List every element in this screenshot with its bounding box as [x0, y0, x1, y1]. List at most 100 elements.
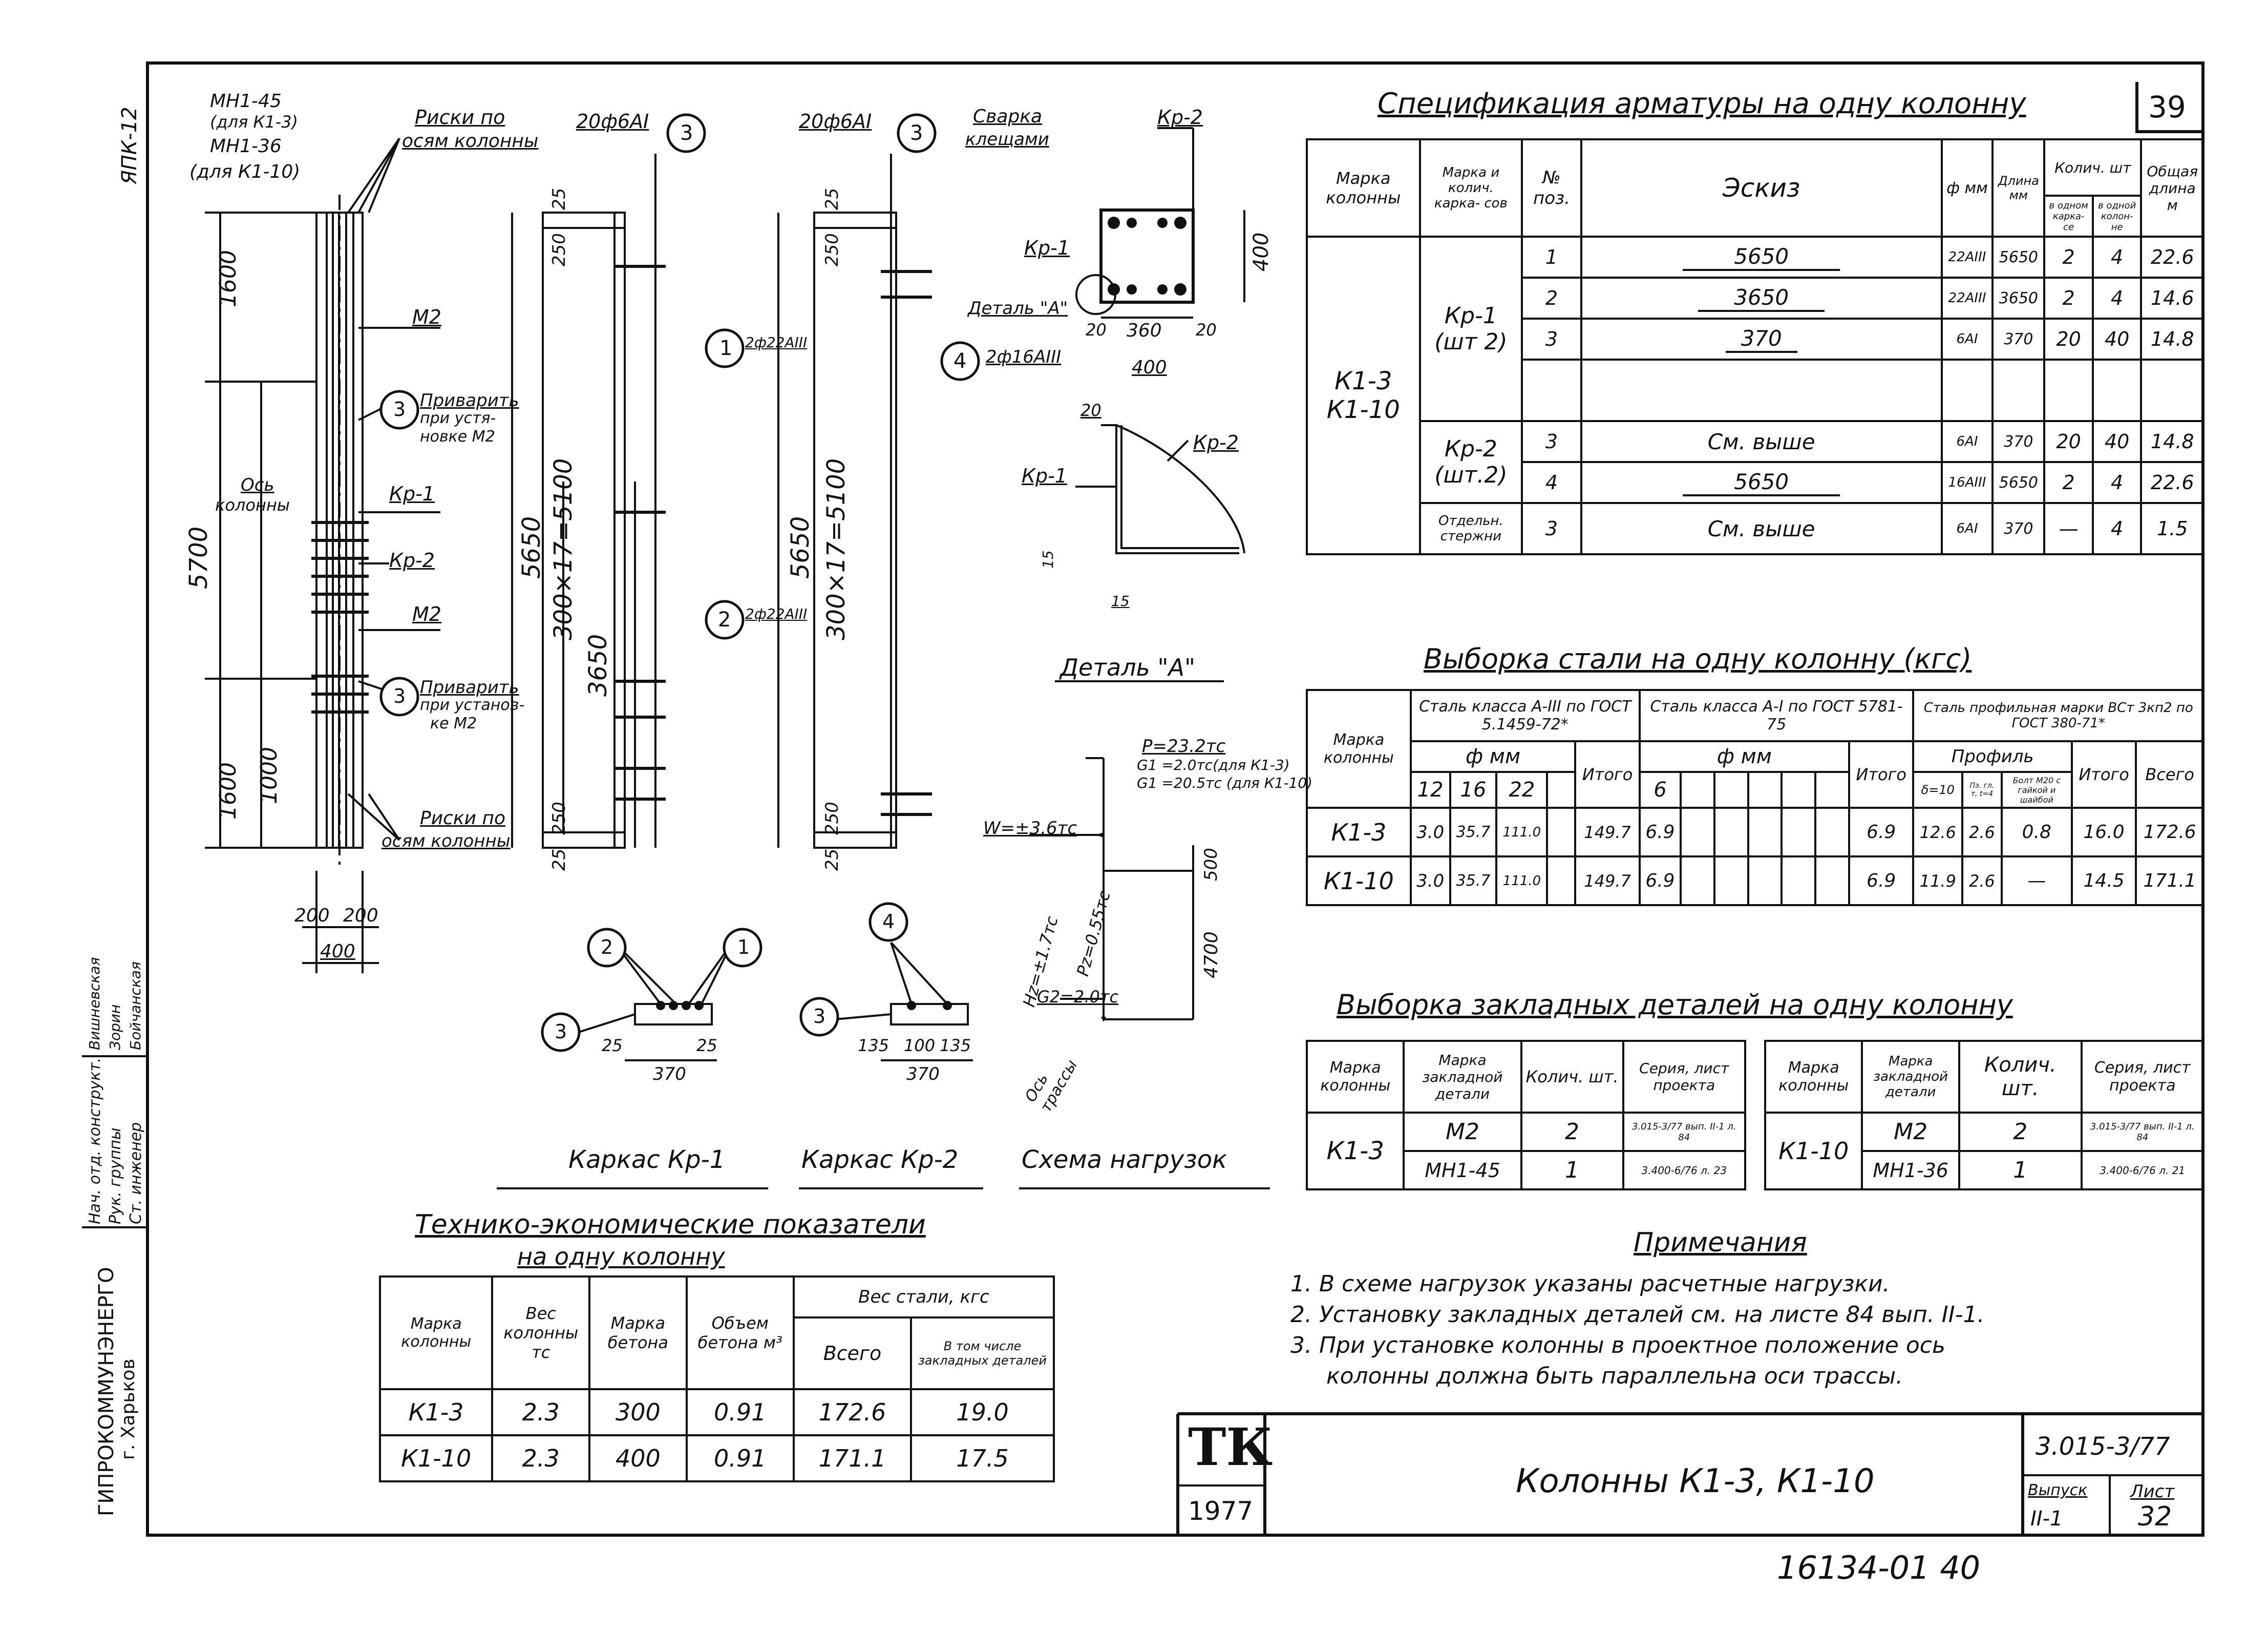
embed-l-h-qty: Колич. шт. — [1520, 1040, 1624, 1114]
spec-cell: 3 — [1521, 318, 1582, 361]
steel-cell — [1747, 807, 1783, 857]
spec-cell: 14.8 — [2140, 318, 2205, 361]
kr2-dim-25-bot: 25 — [822, 848, 842, 871]
note-1: 1. В схеме нагрузок указаны расчетные на… — [1290, 1271, 1890, 1297]
spec-cell: 20 — [2043, 420, 2094, 463]
embed-r-h-ser: Серия, лист проекта — [2080, 1040, 2205, 1114]
spec-cell: 6АI — [1940, 420, 1994, 463]
stamp-series: 3.015-3/77 — [2036, 1432, 2170, 1461]
spec-cell: 5650 — [1991, 461, 2046, 504]
spec-cell: 3 — [1521, 420, 1582, 463]
spec-cell: 4 — [1521, 461, 1582, 504]
sec-detail: Деталь "А" — [968, 298, 1068, 319]
steel-h-itogo-a3: Итого — [1574, 740, 1641, 809]
label-mn136-note: (для К1-10) — [189, 161, 301, 182]
stamp-logo: ТК — [1188, 1417, 1273, 1477]
stamp-year: 1977 — [1188, 1496, 1254, 1526]
dim-400-col: 400 — [320, 941, 355, 962]
cage1-title: Каркас Кр-1 — [568, 1145, 726, 1174]
steel-h-itogo-prof: Итого — [2070, 740, 2137, 809]
dim-1000: 1000 — [256, 747, 282, 804]
steel-h-dmm-a1: ф мм — [1638, 740, 1850, 773]
spec-cell: 22.6 — [2140, 461, 2205, 504]
steel-cell: 6.9 — [1848, 807, 1915, 857]
cage2-dim-370: 370 — [906, 1064, 940, 1084]
spec-mark-text: К1-3 К1-10 — [1326, 367, 1400, 424]
steel-h-mark: Марка колонны — [1306, 689, 1412, 809]
label-riski-bot-2: осям колонны — [381, 831, 511, 851]
steel-h-blank — [1814, 771, 1850, 809]
steel-cell: 35.7 — [1449, 855, 1498, 906]
kr2-dim-250: 250 — [822, 233, 842, 266]
tep-cell: 19.0 — [910, 1388, 1055, 1436]
kr2-dim-300x17: 300×17=5100 — [822, 458, 851, 640]
cage2-mark-3: 3 — [813, 1005, 826, 1028]
label-privarit-2: Приварить — [420, 677, 519, 698]
stamp-role-2: Рук. группы — [107, 1127, 124, 1224]
steel-h-itogo-a1: Итого — [1848, 740, 1915, 809]
spec-empty — [2091, 359, 2143, 422]
steel-h-blank — [1713, 771, 1749, 809]
label-privarit-1: Приварить — [420, 390, 519, 411]
steel-h-a1: Сталь класса А-I по ГОСТ 5781-75 — [1638, 689, 1915, 742]
load-title: Схема нагрузок — [1022, 1145, 1227, 1174]
spec-cell: 14.8 — [2140, 420, 2205, 463]
tep-title-2: на одну колонну — [517, 1243, 725, 1270]
steel-cell: 2.6 — [1961, 855, 2003, 906]
spec-cell: 6АI — [1940, 318, 1994, 361]
tep-cell: К1-10 — [378, 1434, 494, 1482]
dim-200-b: 200 — [343, 905, 378, 926]
stamp-role-1: Нач. отд. конструкт. — [86, 1057, 104, 1224]
embed-l-h-det: Марка закладной детали — [1403, 1040, 1522, 1114]
steel-title: Выборка стали на одну колонну (кгс) — [1424, 643, 1972, 675]
embed-l-n: 1 — [1520, 1150, 1624, 1190]
spec-cell: 16АIII — [1940, 461, 1994, 504]
steel-h-blank — [1781, 771, 1817, 809]
steel-cell: 6.9 — [1638, 855, 1682, 906]
stamp-name-1: Вишневская — [86, 957, 103, 1050]
spec-cell: 6АI — [1940, 502, 1994, 555]
embed-l-n: 2 — [1520, 1112, 1624, 1152]
detA-dim-20: 20 — [1080, 401, 1101, 420]
steel-h-blank — [1546, 771, 1577, 809]
cage1-dim-25a: 25 — [602, 1036, 623, 1055]
kr1-dim-250-bot: 250 — [549, 802, 569, 835]
steel-h-pz: Пз. гл. т, t=4 — [1961, 771, 2003, 809]
stamp-issue-label: Выпуск — [2028, 1481, 2088, 1499]
spec-empty — [2140, 359, 2205, 422]
spec-empty — [1991, 359, 2046, 422]
dim-1600-bot: 1600 — [215, 762, 241, 820]
embed-r-h-det: Марка закладной детали — [1861, 1040, 1960, 1114]
spec-group-kr1-text: Кр-1 (шт 2) — [1434, 303, 1508, 355]
load-g1a: G1 =2.0тс(для К1-3) — [1137, 757, 1290, 773]
spec-h-d: ф мм — [1940, 138, 1994, 238]
steel-cell: 149.7 — [1574, 807, 1641, 857]
spec-sketch-cell: 5650 — [1580, 236, 1943, 279]
load-w: W=±3.6тс — [983, 818, 1077, 839]
embed-l-ser: 3.400-6/76 л. 23 — [1622, 1150, 1746, 1190]
steel-cell — [1814, 855, 1850, 906]
tep-cell: 17.5 — [910, 1434, 1055, 1482]
sec-dim-20a: 20 — [1086, 320, 1107, 340]
steel-h-profil: Профиль — [1912, 740, 2073, 773]
steel-cell: 6.9 — [1848, 855, 1915, 906]
tep-h-total: Всего — [792, 1316, 913, 1390]
side-code: ЯПК-12 — [118, 107, 141, 184]
embed-l-det: М2 — [1403, 1112, 1522, 1152]
tep-cell: 171.1 — [792, 1434, 913, 1482]
steel-h-d16: 16 — [1449, 771, 1498, 809]
spec-h-total: Общая длина м — [2140, 138, 2205, 238]
spec-cell: См. выше — [1580, 502, 1943, 555]
sec-kr1: Кр-1 — [1024, 237, 1070, 259]
steel-h-dmm-a3: ф мм — [1409, 740, 1577, 773]
steel-cell — [1713, 807, 1749, 857]
spec-cell: 3650 — [1991, 277, 2046, 320]
spec-cell: 14.6 — [2140, 277, 2205, 320]
spec-cell: 22.6 — [2140, 236, 2205, 279]
tep-cell: 0.91 — [685, 1434, 795, 1482]
embed-r-h-qty: Колич. шт. — [1958, 1040, 2083, 1114]
load-p: P=23.2тс — [1142, 736, 1226, 757]
steel-h-blank — [1680, 771, 1715, 809]
steel-cell: 12.6 — [1912, 807, 1964, 857]
spec-cell: 3 — [1521, 502, 1582, 555]
